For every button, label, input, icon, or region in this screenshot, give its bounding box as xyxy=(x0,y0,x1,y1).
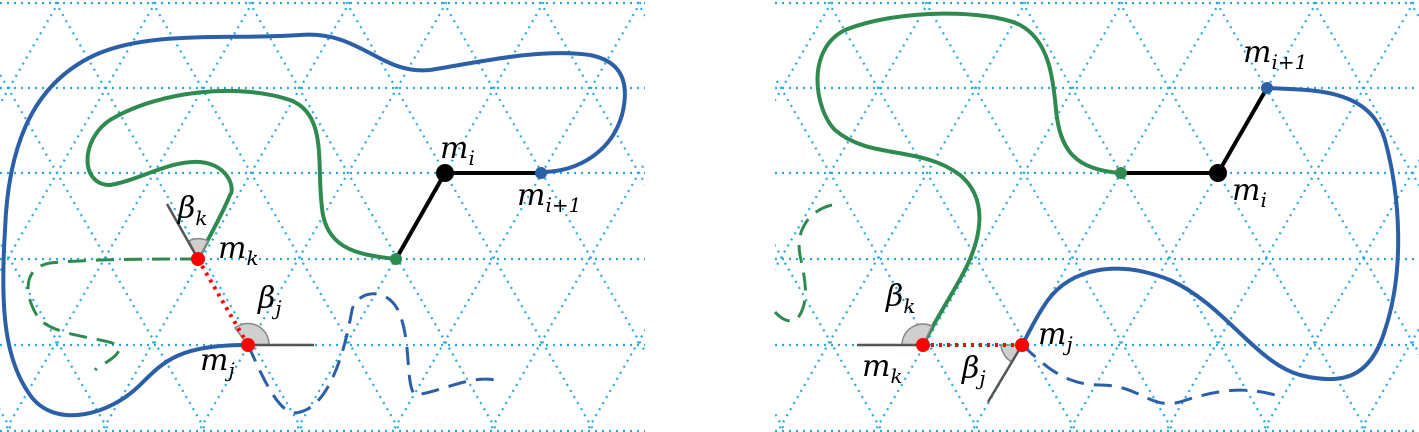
label-beta-k-left: βk xyxy=(177,191,207,230)
grid-line xyxy=(488,160,645,432)
grid-line xyxy=(825,0,1078,432)
label-m-i-left: mi xyxy=(440,131,475,170)
tangent-k-left xyxy=(165,203,200,260)
blue-dashed-curve-right xyxy=(1021,343,1276,405)
grid-line xyxy=(775,75,981,432)
node-m-i-left xyxy=(436,164,454,182)
label-m-j-right: mj xyxy=(1038,317,1073,356)
grid-line xyxy=(1116,0,1369,432)
node-m-i1-left xyxy=(535,167,547,179)
grid-line xyxy=(1164,0,1417,432)
node-green-left xyxy=(390,253,402,265)
grid-line xyxy=(585,328,645,432)
grid-line xyxy=(3,0,256,432)
label-m-k-right: mk xyxy=(862,349,903,388)
node-m-j-right xyxy=(1015,338,1029,352)
grid-line xyxy=(1019,0,1272,432)
grid-line xyxy=(0,0,159,274)
node-m-i1-right xyxy=(1261,82,1273,94)
grid-line xyxy=(1067,0,1320,432)
label-m-i-right: mi xyxy=(1232,173,1267,212)
grid-line xyxy=(727,0,987,432)
grid-line xyxy=(776,0,1029,432)
grid-line xyxy=(775,0,835,103)
grid-line xyxy=(0,72,208,432)
grid-line xyxy=(873,0,1126,432)
grid-line xyxy=(1407,0,1419,20)
grid-line xyxy=(775,0,932,271)
node-m-k-right xyxy=(916,338,930,352)
grid-line xyxy=(0,0,208,432)
grid-line xyxy=(246,0,499,432)
blue-curve-right xyxy=(1020,86,1401,382)
grid-line xyxy=(922,0,1175,432)
label-beta-j-right: βj xyxy=(961,351,986,390)
tangent-j-right xyxy=(986,344,1024,403)
green-dashed-curve-left xyxy=(26,257,199,372)
label-m-i1-left: mi+1 xyxy=(517,178,581,217)
grid-line xyxy=(343,0,596,432)
green-curve-left xyxy=(85,88,397,261)
node-m-i-right xyxy=(1209,164,1227,182)
grid-line xyxy=(100,0,353,432)
angle-beta-j-left xyxy=(233,322,270,346)
grid-line xyxy=(149,0,402,432)
node-m-k-left xyxy=(191,252,205,266)
red-edge-left xyxy=(196,257,250,347)
grid-line xyxy=(1406,0,1419,432)
label-m-i1-right: mi+1 xyxy=(1243,35,1307,74)
label-m-j-left: mj xyxy=(200,343,235,382)
label-beta-k-right: βk xyxy=(885,279,915,318)
grid-line xyxy=(440,0,645,354)
grid-line xyxy=(1261,158,1419,432)
grid-line xyxy=(52,0,305,432)
grid-line xyxy=(1213,0,1419,356)
grid-line xyxy=(391,0,644,432)
node-green-right xyxy=(1115,167,1127,179)
blue-dashed-curve-left xyxy=(246,292,496,415)
blue-curve-left xyxy=(1,32,627,418)
grid-line xyxy=(775,243,884,432)
node-m-j-left xyxy=(241,338,255,352)
label-m-k-left: mk xyxy=(218,231,259,270)
grid-line xyxy=(634,0,645,18)
label-beta-j-left: βj xyxy=(257,281,282,320)
grid-line xyxy=(970,0,1223,432)
green-dashed-curve-right xyxy=(773,203,833,323)
green-curve-right xyxy=(815,11,1122,346)
